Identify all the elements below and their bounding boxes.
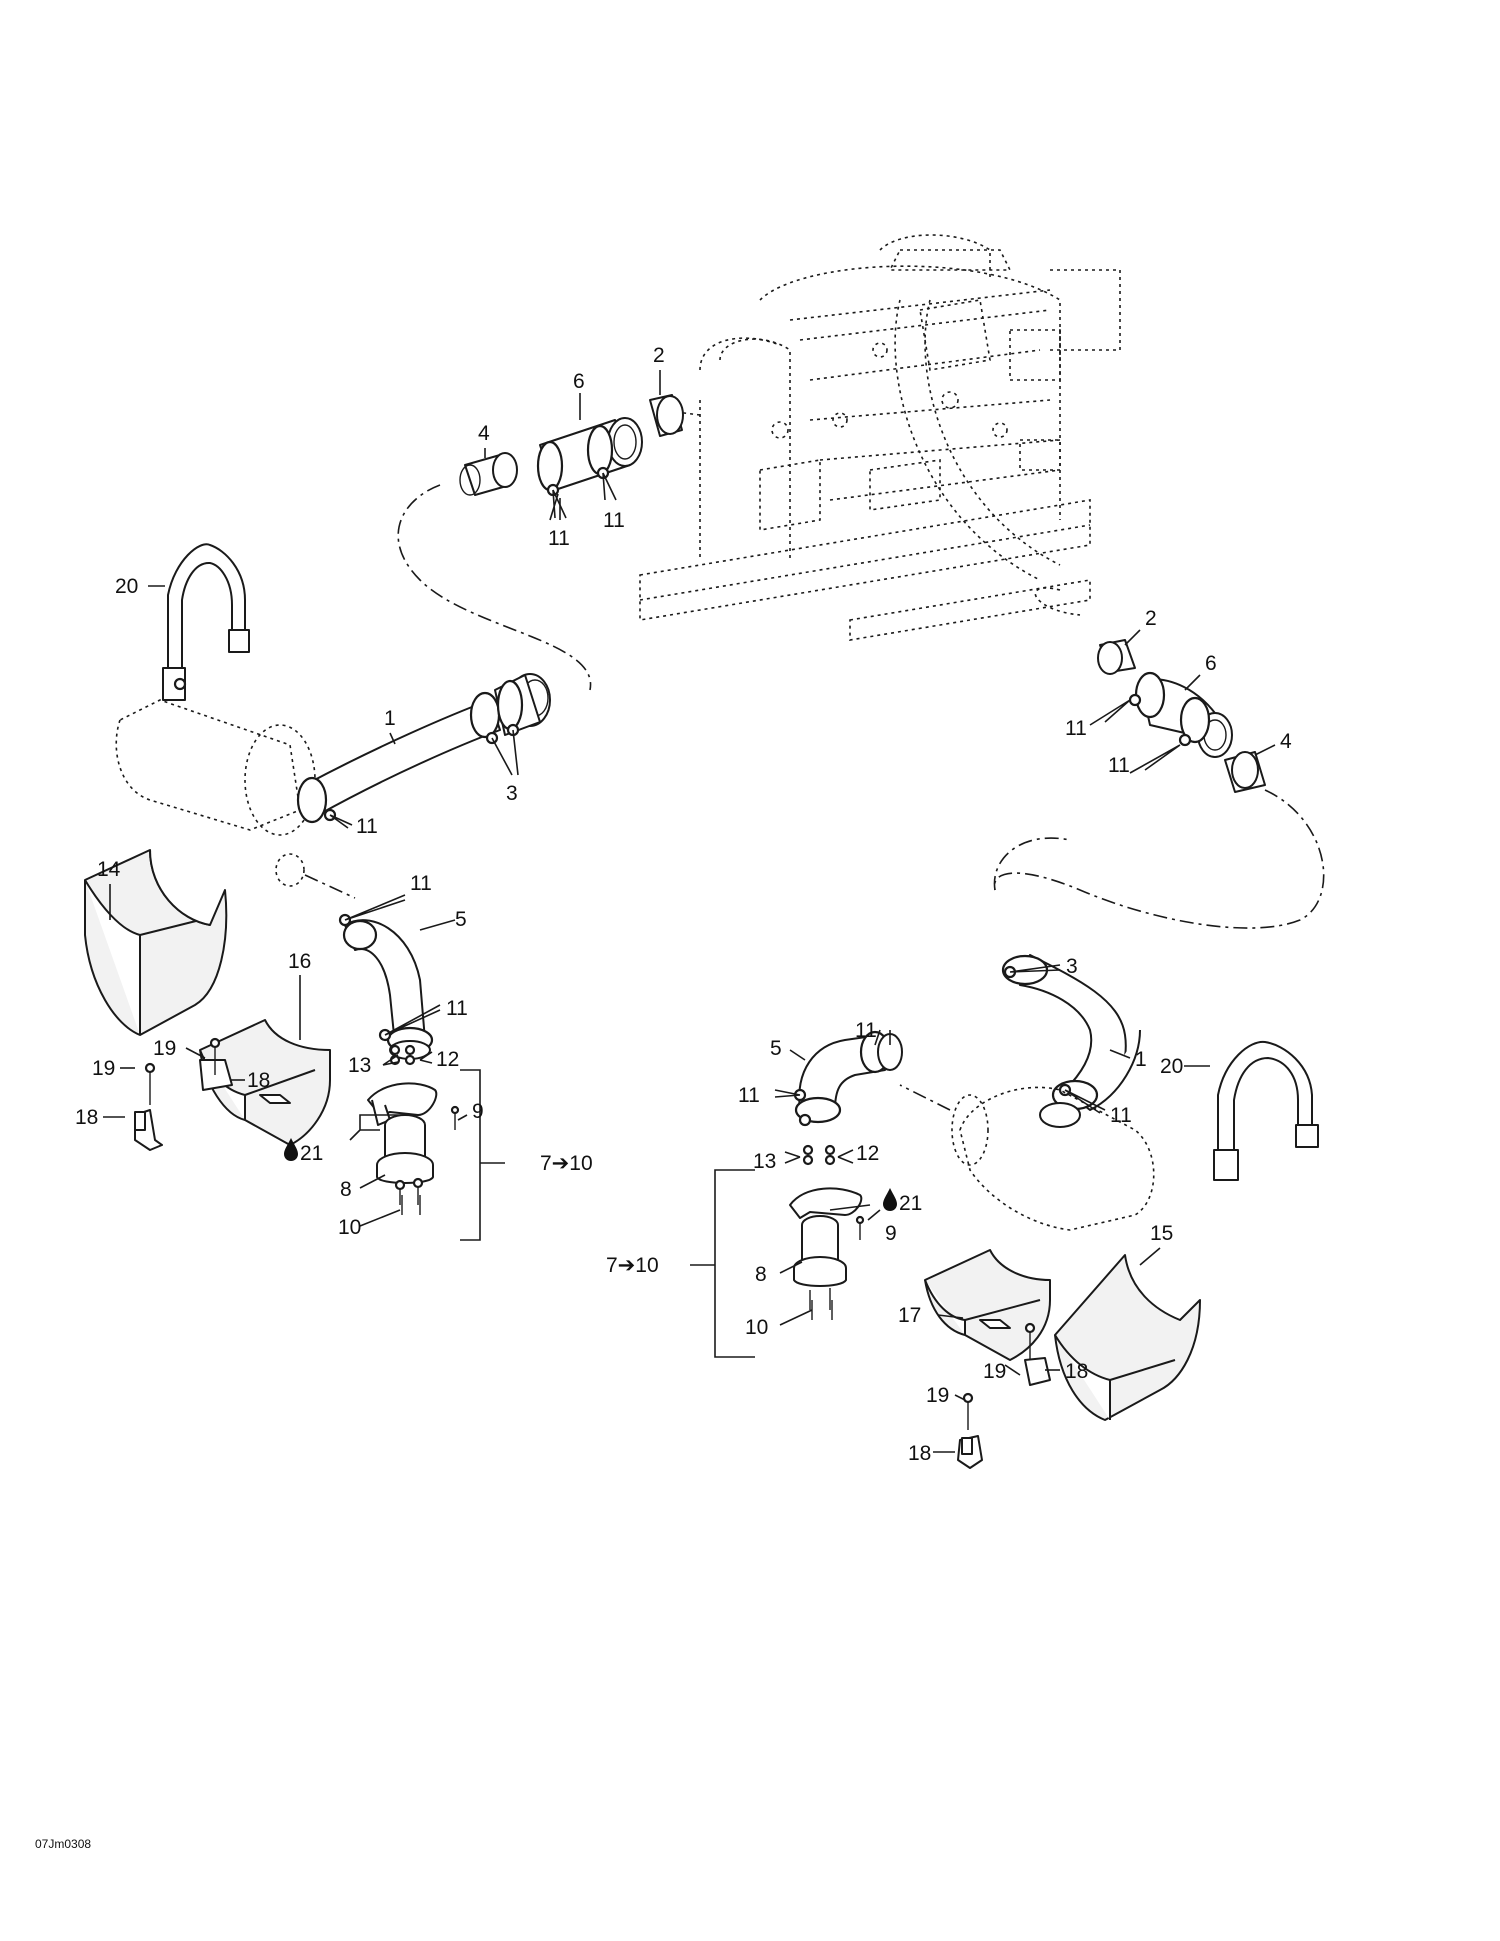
callout-3-right: 3 <box>1066 955 1078 978</box>
leader-lines <box>103 370 1276 1453</box>
outlet-left <box>367 1044 460 1215</box>
callout-2-right: 2 <box>1145 607 1157 630</box>
callout-11-d: 11 <box>410 872 432 895</box>
callout-19-b: 19 <box>92 1057 115 1080</box>
callout-labels: 4 6 2 11 11 20 1 3 11 14 11 5 16 11 13 1… <box>35 344 1292 1851</box>
hose-6-right <box>1128 671 1233 758</box>
brackets-left <box>134 1037 233 1151</box>
drop-icon-right <box>883 1188 897 1211</box>
strap-20-right <box>1213 1040 1319 1181</box>
drop-icon-left <box>284 1138 298 1161</box>
callout-17: 17 <box>898 1304 921 1327</box>
sleeve-4-right <box>1224 751 1266 793</box>
callout-18-b: 18 <box>75 1106 98 1129</box>
callout-11-b: 11 <box>603 509 625 532</box>
callout-11-g: 11 <box>1108 754 1130 777</box>
elbow-5-right <box>793 1030 903 1127</box>
callout-11-e: 11 <box>446 997 468 1020</box>
callout-13-left: 13 <box>348 1054 371 1077</box>
right-muffler-group <box>789 587 1325 1469</box>
callout-11-i: 11 <box>738 1084 760 1107</box>
callout-18-d: 18 <box>908 1442 931 1465</box>
callout-19-a: 19 <box>153 1037 176 1060</box>
callout-11-a: 11 <box>548 527 570 550</box>
callout-6-top: 6 <box>573 370 585 393</box>
sleeve-4-top <box>459 452 518 496</box>
pipe-1-right <box>1001 954 1141 1128</box>
callout-16: 16 <box>288 950 311 973</box>
callout-6-right: 6 <box>1205 652 1217 675</box>
callout-20-right: 20 <box>1160 1055 1183 1078</box>
engine-assembly <box>639 234 1121 641</box>
callout-21-left: 21 <box>300 1142 323 1165</box>
callout-range-right: 7➔10 <box>606 1254 659 1277</box>
callout-15: 15 <box>1150 1222 1173 1245</box>
callout-11-f: 11 <box>1065 717 1087 740</box>
callout-12-left: 12 <box>436 1048 459 1071</box>
heat-shield-17 <box>924 1249 1051 1361</box>
callout-5-right: 5 <box>770 1037 782 1060</box>
callout-11-c: 11 <box>356 815 378 838</box>
callout-9-right: 9 <box>885 1222 897 1245</box>
drawing-code: 07Jm0308 <box>35 1837 91 1851</box>
callout-1-left: 1 <box>384 707 396 730</box>
callout-19-c: 19 <box>983 1360 1006 1383</box>
callout-11-j: 11 <box>1110 1104 1132 1127</box>
callout-8-right: 8 <box>755 1263 767 1286</box>
outlet-right <box>789 1144 865 1320</box>
heat-shield-14 <box>84 849 228 1036</box>
brackets-right <box>957 1322 1051 1469</box>
hose-6-top <box>536 417 643 497</box>
callout-18-a: 18 <box>247 1069 270 1092</box>
sleeve-2-top <box>649 394 684 437</box>
callout-1-right: 1 <box>1135 1048 1147 1071</box>
callout-19-d: 19 <box>926 1384 949 1407</box>
callout-21-right: 21 <box>899 1192 922 1215</box>
sleeve-2-right <box>1097 639 1136 675</box>
callout-18-c: 18 <box>1065 1360 1088 1383</box>
pipe-1-left <box>296 673 551 824</box>
callout-10-left: 10 <box>338 1216 361 1239</box>
callout-10-right: 10 <box>745 1316 768 1339</box>
callout-11-h: 11 <box>855 1019 877 1042</box>
callout-14: 14 <box>97 858 121 881</box>
callout-2-top: 2 <box>653 344 665 367</box>
callout-20-left: 20 <box>115 575 138 598</box>
callout-3-left: 3 <box>506 782 518 805</box>
strap-20-left <box>162 543 250 701</box>
callout-range-left: 7➔10 <box>540 1152 593 1175</box>
elbow-5-left <box>338 913 434 1060</box>
callout-12-right: 12 <box>856 1142 879 1165</box>
callout-4-top: 4 <box>478 422 490 445</box>
left-muffler-group <box>84 543 551 1215</box>
callout-4-right: 4 <box>1280 730 1292 753</box>
callout-13-right: 13 <box>753 1150 776 1173</box>
callout-9-left: 9 <box>472 1100 484 1123</box>
callout-5-left: 5 <box>455 908 467 931</box>
top-hose-group <box>397 394 701 691</box>
callout-8-left: 8 <box>340 1178 352 1201</box>
heat-shield-15 <box>1054 1254 1201 1421</box>
